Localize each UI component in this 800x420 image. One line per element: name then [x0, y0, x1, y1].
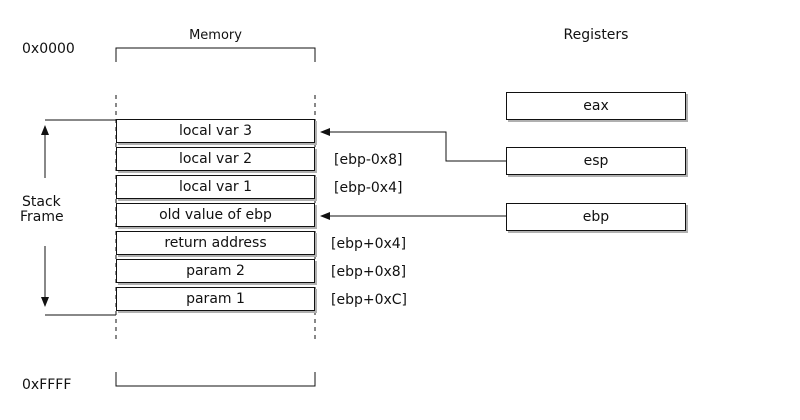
- memory-heading: Memory: [189, 28, 242, 43]
- memory-cell-old-ebp: old value of ebp: [116, 203, 315, 227]
- memory-cell-param-1: param 1: [116, 287, 315, 311]
- offset-label-local-var-1: [ebp-0x4]: [334, 180, 403, 196]
- offset-label-return-address: [ebp+0x4]: [331, 236, 407, 252]
- memory-bottom-bracket: [115, 372, 316, 387]
- offset-label-param-1: [ebp+0xC]: [331, 292, 408, 308]
- memory-top-bracket: [115, 47, 316, 62]
- stack-frame-label-line2: Frame: [20, 209, 64, 225]
- memory-cell-return-address: return address: [116, 231, 315, 255]
- register-ebp: ebp: [506, 203, 686, 231]
- esp-pointer-arrow: [320, 128, 506, 162]
- memory-cell-param-2: param 2: [116, 259, 315, 283]
- address-low: 0x0000: [22, 41, 75, 57]
- memory-cell-local-var-3: local var 3: [116, 119, 315, 143]
- offset-label-param-2: [ebp+0x8]: [331, 264, 407, 280]
- stack-frame-label-line1: Stack: [22, 194, 61, 210]
- register-esp: esp: [506, 147, 686, 175]
- register-eax: eax: [506, 92, 686, 120]
- memory-cell-local-var-2: local var 2: [116, 147, 315, 171]
- registers-heading: Registers: [563, 27, 629, 43]
- memory-cell-local-var-1: local var 1: [116, 175, 315, 199]
- offset-label-local-var-2: [ebp-0x8]: [334, 152, 403, 168]
- address-high: 0xFFFF: [22, 377, 72, 393]
